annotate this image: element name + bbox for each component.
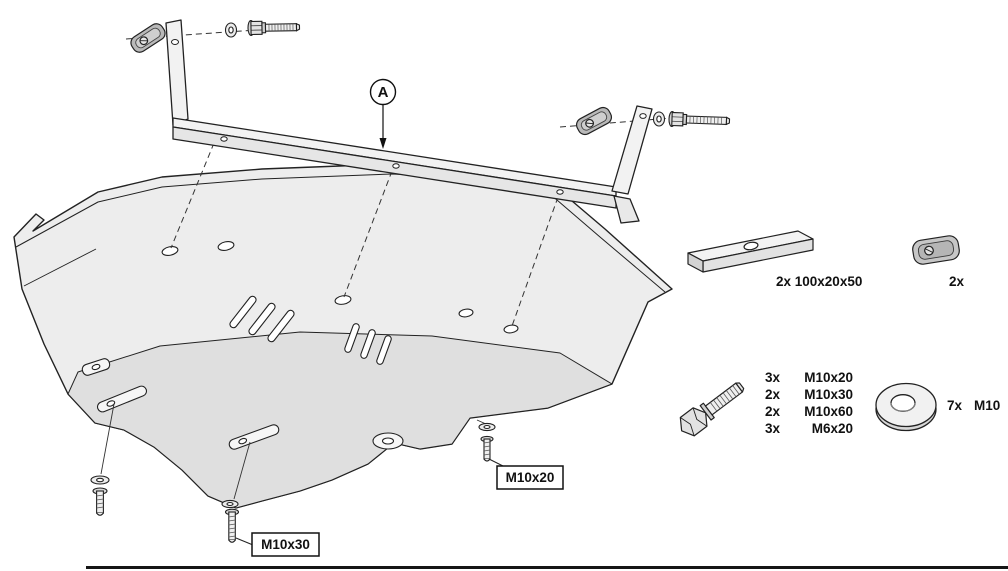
bracket-hole: [220, 136, 228, 142]
callout-box: [496, 465, 564, 490]
callout-m10x20: M10x20: [488, 458, 564, 490]
mounting-grommet: [372, 432, 404, 450]
arrow-down-icon: [379, 138, 387, 149]
bracket-right-arm: [611, 105, 653, 195]
bracket-hole: [639, 113, 647, 119]
vent-slots: [229, 295, 392, 365]
bolt-washer-m10x20: [478, 422, 496, 462]
skid-plate: [13, 163, 673, 509]
legend-bolt-labels: 3x M10x20 2x M10x30 2x M10x60 3x M6x20: [765, 370, 853, 436]
mounting-bracket: [165, 19, 653, 224]
bracket-hole: [171, 39, 179, 45]
legend-bolt-size: M10x60: [804, 404, 853, 419]
legend-bolt-size: M10x30: [804, 387, 853, 402]
washer-top-left: [224, 22, 238, 38]
legend-bolt-qty: 3x: [765, 370, 781, 385]
clamp-plate-top-left: [130, 23, 166, 53]
skid-plate-lower-skirt: [67, 331, 613, 509]
callout-m10x20-text: M10x20: [506, 470, 555, 485]
washer-top-right: [652, 111, 666, 127]
callout-box: [251, 532, 320, 557]
legend-bolt: [679, 382, 745, 437]
callout-m10x30-text: M10x30: [261, 537, 310, 552]
legend-bolt-qty: 2x: [765, 387, 781, 402]
mounting-slot: [96, 385, 148, 413]
bracket-right-foot: [613, 195, 640, 224]
clamp-plate-top-right: [575, 106, 613, 136]
legend-bolt-size: M10x20: [804, 370, 853, 385]
legend-bolt-qty: 3x: [765, 421, 781, 436]
mounting-slot: [81, 358, 111, 376]
legend-washer: [875, 382, 937, 432]
legend-spacer-label: 2x 100x20x50: [776, 274, 862, 289]
legend-washer-qty: 7x: [947, 398, 963, 413]
legend-bolt-size: M6x20: [812, 421, 853, 436]
callout-m10x30: M10x30: [235, 532, 320, 557]
skid-plate-left-crease: [23, 248, 97, 287]
bolt-bottom-center: [221, 499, 240, 543]
legend-bolt-qty: 2x: [765, 404, 781, 419]
mounting-holes: [161, 241, 519, 334]
bolt-top-right: [668, 110, 731, 128]
bracket-hole: [392, 163, 400, 169]
legend-washer-size: M10: [974, 398, 1000, 413]
section-label-a: A: [369, 78, 397, 149]
legend-clip: [912, 235, 960, 265]
legend-clip-label: 2x: [949, 274, 965, 289]
mounting-slots: [81, 358, 404, 450]
callout-leader: [235, 537, 254, 546]
bracket-left-arm: [165, 19, 189, 126]
bottom-rule: [86, 566, 1008, 569]
skid-plate-lip-crease: [15, 173, 666, 293]
bolt-top-left: [247, 19, 301, 37]
bracket-hole: [556, 189, 564, 195]
mounting-slot: [228, 424, 280, 450]
section-label-a-text: A: [378, 84, 389, 101]
bolt-bottom-left: [90, 475, 110, 516]
legend-spacer: [687, 230, 814, 273]
